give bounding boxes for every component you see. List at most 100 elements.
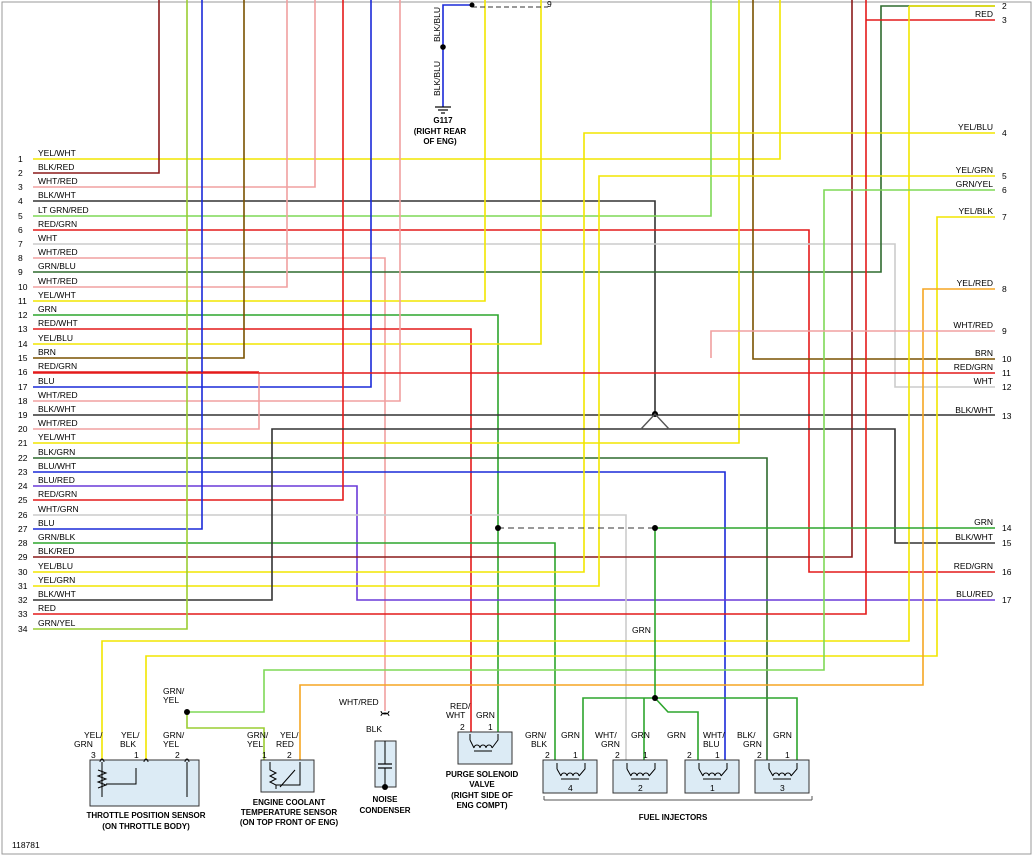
left-wire-label: WHT/RED bbox=[38, 247, 78, 257]
wire bbox=[33, 0, 867, 615]
left-wire-label: RED/GRN bbox=[38, 489, 77, 499]
left-wire-label: BLU bbox=[38, 376, 55, 386]
right-pin-num: 9 bbox=[1002, 326, 1007, 336]
left-wire-label: YEL/GRN bbox=[38, 575, 75, 585]
wire bbox=[33, 0, 245, 359]
ground-top-num: 9 bbox=[547, 0, 552, 9]
left-wire-label: YEL/WHT bbox=[38, 432, 76, 442]
noise-condenser: WHT/RED BLK NOISE CONDENSER bbox=[339, 697, 411, 815]
left-wire-label: BRN bbox=[38, 347, 56, 357]
right-pin-num: 17 bbox=[1002, 595, 1012, 605]
injector-number: 1 bbox=[710, 783, 715, 793]
wire bbox=[145, 216, 995, 760]
right-wire-label: RED bbox=[975, 9, 993, 19]
left-pin-num: 8 bbox=[18, 253, 23, 263]
left-wire-label: WHT/RED bbox=[38, 390, 78, 400]
right-wire-label: BLU/RED bbox=[956, 589, 993, 599]
ect-pin1-wire-b: YEL bbox=[247, 739, 263, 749]
injectors-title: FUEL INJECTORS bbox=[639, 813, 708, 822]
right-wire-label: GRN bbox=[974, 517, 993, 527]
tps-splice-wire-b: YEL bbox=[163, 695, 179, 705]
right-pin-num: 5 bbox=[1002, 171, 1007, 181]
purge-location-2: ENG COMPT) bbox=[456, 801, 507, 810]
left-wire-label: BLK/RED bbox=[38, 546, 74, 556]
left-wire-label: YEL/WHT bbox=[38, 290, 76, 300]
left-pin-num: 24 bbox=[18, 481, 28, 491]
wire bbox=[33, 372, 260, 430]
left-pin-num: 17 bbox=[18, 382, 28, 392]
throttle-position-sensor: YEL/ GRN YEL/ BLK GRN/ YEL 3 1 2 GRN/ YE… bbox=[74, 686, 206, 831]
purge-pin2-wire-a: RED/ bbox=[450, 701, 471, 711]
right-wire-label: GRN/YEL bbox=[956, 179, 994, 189]
tps-pin2-wire-a: GRN/ bbox=[163, 730, 185, 740]
left-wire-label: YEL/WHT bbox=[38, 148, 76, 158]
tps-pin2-wire-b: YEL bbox=[163, 739, 179, 749]
tps-pin2-num: 2 bbox=[175, 750, 180, 760]
left-wire-label: YEL/BLU bbox=[38, 333, 73, 343]
right-wire-label: BLK/WHT bbox=[955, 532, 993, 542]
tps-pin1-num: 1 bbox=[134, 750, 139, 760]
left-pin-num: 29 bbox=[18, 552, 28, 562]
wire bbox=[33, 0, 401, 402]
tps-pin3-wire-b: GRN bbox=[74, 739, 93, 749]
injector-wire2-b: BLU bbox=[703, 739, 720, 749]
left-wire-label: BLK/WHT bbox=[38, 404, 76, 414]
injector-wire1-b: BLK bbox=[531, 739, 547, 749]
ground-g117: 9 BLK/BLU BLK/BLU G117 (RIGHT REAR OF EN… bbox=[414, 0, 552, 146]
injector-pin-2: 2 bbox=[545, 750, 550, 760]
purge-pin1-wire: GRN bbox=[476, 710, 495, 720]
injector-wire1-a: BLK/ bbox=[737, 730, 756, 740]
left-pin-num: 7 bbox=[18, 239, 23, 249]
left-wire-label: RED/GRN bbox=[38, 219, 77, 229]
right-pin-num: 15 bbox=[1002, 538, 1012, 548]
ect-title-2: TEMPERATURE SENSOR bbox=[241, 808, 338, 817]
right-pin-num: 7 bbox=[1002, 212, 1007, 222]
wire bbox=[33, 132, 995, 573]
right-wire-label: WHT/RED bbox=[953, 320, 993, 330]
wire bbox=[33, 514, 627, 760]
purge-title-2: VALVE bbox=[469, 780, 495, 789]
left-wire-label: RED bbox=[38, 603, 56, 613]
left-pin-num: 23 bbox=[18, 467, 28, 477]
left-pin-num: 10 bbox=[18, 282, 28, 292]
wire bbox=[33, 257, 386, 711]
right-pin-num: 2 bbox=[1002, 1, 1007, 11]
wire bbox=[33, 0, 288, 288]
left-pin-num: 25 bbox=[18, 495, 28, 505]
injector-pin-1: 1 bbox=[643, 750, 648, 760]
right-pin-num: 4 bbox=[1002, 128, 1007, 138]
left-pin-num: 26 bbox=[18, 510, 28, 520]
wire bbox=[33, 0, 372, 388]
left-wire-label: LT GRN/RED bbox=[38, 205, 89, 215]
purge-solenoid-valve: RED/ WHT GRN 2 1 PURGE SOLENOID VALVE (R… bbox=[446, 701, 519, 810]
left-pin-num: 14 bbox=[18, 339, 28, 349]
ect-pin2-wire-a: YEL/ bbox=[280, 730, 299, 740]
right-wire-label: YEL/BLU bbox=[958, 122, 993, 132]
injector-wire1-a: WHT/ bbox=[595, 730, 617, 740]
wire bbox=[33, 0, 160, 174]
tps-pin3-num: 3 bbox=[91, 750, 96, 760]
wire bbox=[582, 697, 798, 760]
wire bbox=[33, 0, 712, 217]
engine-coolant-temp-sensor: GRN/ YEL YEL/ RED 1 2 ENGINE COOLANT TEM… bbox=[240, 730, 339, 827]
left-pin-num: 2 bbox=[18, 168, 23, 178]
wire bbox=[33, 428, 995, 601]
left-pin-num: 33 bbox=[18, 609, 28, 619]
left-wire-label: BLK/WHT bbox=[38, 190, 76, 200]
tps-location: (ON THROTTLE BODY) bbox=[102, 822, 190, 831]
right-pin-num: 6 bbox=[1002, 185, 1007, 195]
left-pin-num: 21 bbox=[18, 438, 28, 448]
left-wire-label: BLK/WHT bbox=[38, 589, 76, 599]
tps-title: THROTTLE POSITION SENSOR bbox=[86, 811, 205, 820]
right-pin-num: 11 bbox=[1002, 368, 1011, 378]
right-pin-num: 16 bbox=[1002, 567, 1012, 577]
left-wire-label: GRN bbox=[38, 304, 57, 314]
wire bbox=[33, 314, 499, 732]
ect-pin2-num: 2 bbox=[287, 750, 292, 760]
left-wire-label: WHT/RED bbox=[38, 276, 78, 286]
right-wire-label: RED/GRN bbox=[954, 561, 993, 571]
